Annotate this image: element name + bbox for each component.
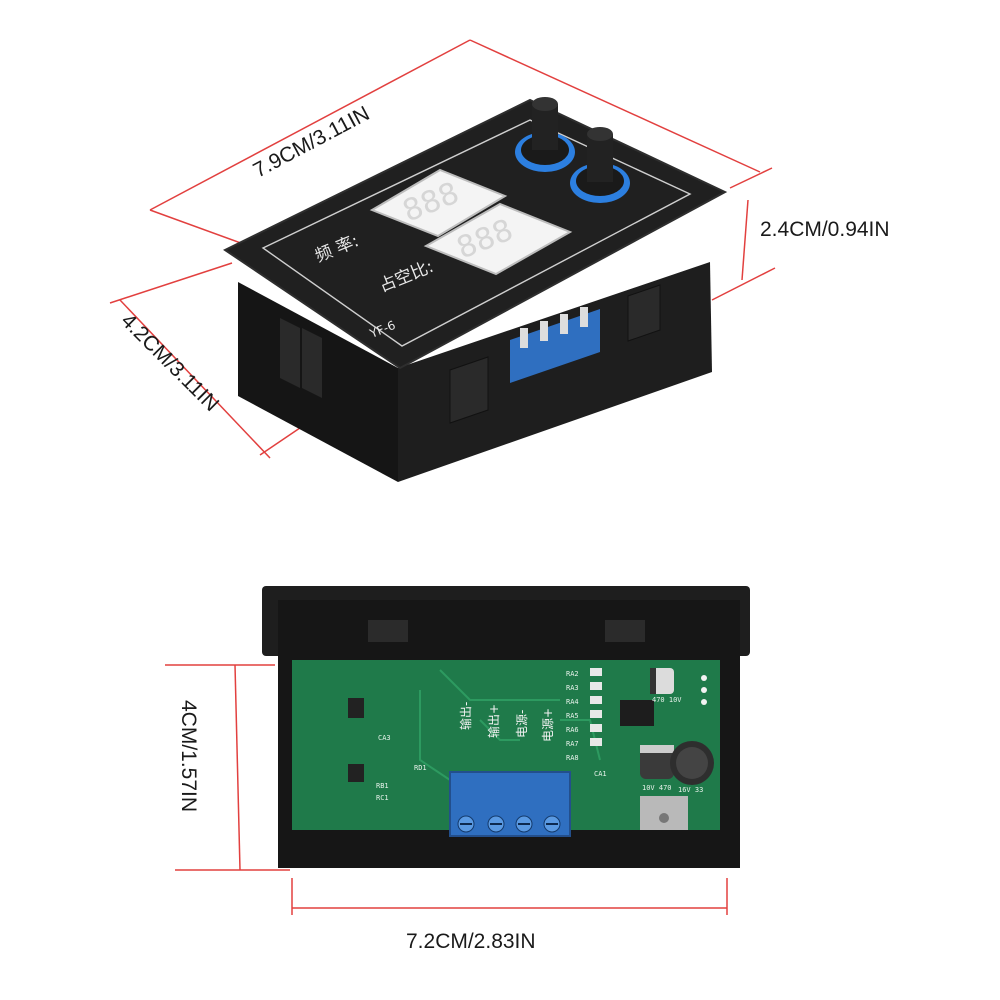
pcb-regulator-hole bbox=[659, 813, 669, 823]
pcb-header-pins bbox=[701, 675, 707, 705]
pcb-traces bbox=[419, 669, 601, 781]
label-power-plus: 电源+ bbox=[541, 708, 555, 742]
top-depth-label: 4.2CM/3.11IN bbox=[116, 309, 223, 416]
svg-text:RA5: RA5 bbox=[566, 712, 579, 720]
svg-text:RD1: RD1 bbox=[414, 764, 427, 772]
label-output-minus: 输出- bbox=[458, 702, 473, 730]
pcb-silkscreen: RA2 RA3 RA4 RA5 RA6 RA7 RA8 CA3 RD1 RB1 … bbox=[376, 670, 703, 802]
top-module-view: 7.9CM/3.11IN 2.4CM/0.94IN 4.2CM/3.11IN 8… bbox=[109, 39, 890, 482]
svg-text:RC1: RC1 bbox=[376, 794, 389, 802]
top-side-clip-left bbox=[280, 318, 300, 388]
bottom-width-label: 7.2CM/2.83IN bbox=[406, 930, 536, 953]
svg-text:470 10V: 470 10V bbox=[652, 696, 682, 704]
top-clip-rear bbox=[627, 284, 661, 342]
panel-border-line bbox=[261, 119, 692, 347]
svg-text:CA1: CA1 bbox=[594, 770, 607, 778]
top-side-clip-left-2 bbox=[302, 328, 322, 398]
top-height-label: 2.4CM/0.94IN bbox=[760, 218, 890, 241]
pcb-ic-left-2 bbox=[348, 764, 364, 782]
top-width-label: 7.9CM/3.11IN bbox=[250, 102, 374, 182]
pcb-ic-left-1 bbox=[348, 698, 364, 718]
top-terminal-screws bbox=[520, 307, 588, 348]
svg-text:RA4: RA4 bbox=[566, 698, 579, 706]
bottom-clip-right bbox=[605, 620, 645, 642]
bottom-clip-left bbox=[368, 620, 408, 642]
svg-text:RA6: RA6 bbox=[566, 726, 579, 734]
bottom-module-view: 4CM/1.57IN 7.2CM/2.83IN bbox=[165, 586, 750, 953]
bottom-height-dimension bbox=[165, 664, 290, 871]
svg-text:CA3: CA3 bbox=[378, 734, 391, 742]
pcb-capacitor-small bbox=[650, 668, 674, 694]
label-power-minus: 电源- bbox=[515, 710, 529, 738]
bottom-width-dimension bbox=[291, 878, 728, 915]
pcb-capacitor-large-2 bbox=[670, 741, 714, 785]
svg-text:10V 470: 10V 470 bbox=[642, 784, 672, 792]
label-output-plus: 输出+ bbox=[486, 704, 501, 738]
top-height-dimension bbox=[711, 167, 776, 301]
svg-text:RA3: RA3 bbox=[566, 684, 579, 692]
frequency-knob[interactable] bbox=[515, 97, 575, 172]
bottom-housing-notch-right bbox=[578, 830, 720, 868]
bottom-height-label: 4CM/1.57IN bbox=[177, 700, 200, 812]
pcb-capacitor-large-1 bbox=[640, 745, 674, 779]
pcb-ic-main bbox=[620, 700, 654, 726]
svg-text:16V 33: 16V 33 bbox=[678, 786, 703, 794]
top-terminal-block bbox=[510, 309, 600, 383]
svg-text:RA7: RA7 bbox=[566, 740, 579, 748]
svg-text:RB1: RB1 bbox=[376, 782, 389, 790]
duty-knob[interactable] bbox=[570, 127, 630, 203]
pcb-resistor-array bbox=[590, 668, 602, 746]
top-clip-front bbox=[449, 356, 489, 424]
svg-text:RA2: RA2 bbox=[566, 670, 579, 678]
bottom-housing-notch-left bbox=[292, 830, 442, 868]
svg-text:RA8: RA8 bbox=[566, 754, 579, 762]
